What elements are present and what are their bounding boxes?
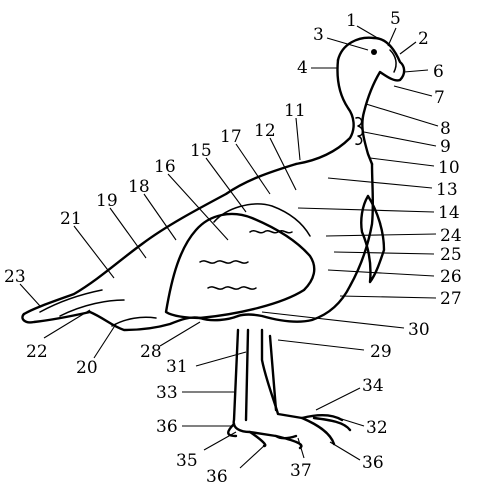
label-19: 19 [96, 191, 118, 211]
leader-18 [143, 193, 177, 241]
label-21: 21 [60, 209, 82, 229]
leader-30 [261, 311, 405, 329]
leader-34 [315, 387, 361, 411]
leader-25 [333, 251, 435, 255]
label-36c: 36 [362, 453, 384, 473]
caruncles [355, 116, 364, 146]
label-10: 10 [438, 158, 460, 178]
front-leg [232, 328, 344, 440]
label-25: 25 [440, 245, 462, 265]
leader-9 [363, 131, 437, 147]
breast-belly-outline [236, 162, 375, 323]
label-4: 4 [297, 58, 308, 78]
label-9: 9 [440, 137, 451, 157]
neck-back-outline [294, 58, 355, 166]
tail-underside-outline [21, 310, 202, 332]
leader-35 [203, 431, 237, 451]
label-34: 34 [362, 376, 384, 396]
label-1: 1 [346, 11, 357, 31]
label-8: 8 [440, 119, 451, 139]
label-23: 23 [4, 267, 26, 287]
label-33: 33 [156, 383, 178, 403]
label-15: 15 [190, 141, 212, 161]
leader-6 [403, 69, 429, 73]
eye-icon [371, 49, 377, 55]
leader-15 [205, 157, 247, 213]
label-24: 24 [440, 226, 462, 246]
label-37: 37 [290, 461, 312, 481]
label-36a: 36 [156, 417, 178, 437]
leader-lines [19, 25, 439, 469]
leader-14 [297, 207, 435, 213]
wing-feather-rows [199, 229, 293, 290]
leader-7 [393, 85, 433, 97]
leader-3 [326, 37, 369, 51]
label-16: 16 [154, 157, 176, 177]
leader-29 [277, 339, 365, 351]
label-20: 20 [76, 358, 98, 378]
leader-24 [325, 233, 437, 237]
leader-10 [369, 157, 435, 167]
leader-19 [109, 207, 147, 259]
label-36b: 36 [206, 467, 228, 487]
leader-36c [329, 441, 361, 461]
beard [360, 194, 386, 284]
leader-21 [73, 225, 115, 279]
leader-23 [19, 283, 41, 307]
toes [227, 416, 352, 450]
leader-26 [327, 269, 435, 277]
back-leg [244, 328, 278, 422]
label-12: 12 [254, 121, 276, 141]
label-11: 11 [284, 101, 306, 121]
leader-11 [295, 117, 301, 161]
leader-20 [93, 323, 117, 359]
label-27: 27 [440, 289, 462, 309]
label-6: 6 [433, 62, 444, 82]
leader-37 [297, 437, 305, 459]
leader-28 [159, 321, 201, 347]
leader-31 [195, 351, 247, 367]
label-5: 5 [390, 9, 401, 29]
leader-12 [269, 137, 297, 191]
label-13: 13 [436, 180, 458, 200]
label-35: 35 [176, 451, 198, 471]
label-29: 29 [370, 342, 392, 362]
label-26: 26 [440, 267, 462, 287]
label-14: 14 [438, 203, 460, 223]
leader-2 [399, 41, 417, 55]
leader-8 [365, 103, 439, 127]
leader-27 [339, 295, 437, 299]
label-18: 18 [128, 177, 150, 197]
turkey-drawing [21, 36, 406, 450]
label-31: 31 [166, 357, 188, 377]
leader-16 [167, 173, 229, 241]
label-30: 30 [408, 320, 430, 340]
leader-1 [356, 25, 382, 41]
number-labels: 1 2 3 4 5 6 7 8 9 10 11 12 13 14 15 16 1… [4, 9, 462, 487]
leader-36b [239, 443, 267, 469]
wing-shoulder-line [213, 203, 311, 237]
leader-13 [327, 177, 433, 189]
snood [389, 49, 397, 73]
label-17: 17 [220, 127, 242, 147]
label-32: 32 [366, 418, 388, 438]
label-3: 3 [313, 25, 324, 45]
label-7: 7 [434, 88, 445, 108]
head-neck-front-outline [336, 36, 406, 166]
leader-17 [235, 143, 271, 195]
leader-22 [43, 309, 91, 339]
label-2: 2 [418, 29, 429, 49]
leader-32 [331, 415, 365, 427]
label-28: 28 [140, 342, 162, 362]
leader-5 [387, 27, 397, 47]
wing-outline [164, 212, 316, 320]
back-to-tail-outline [22, 162, 298, 316]
label-22: 22 [26, 342, 48, 362]
tail-feather-lines [39, 289, 157, 327]
